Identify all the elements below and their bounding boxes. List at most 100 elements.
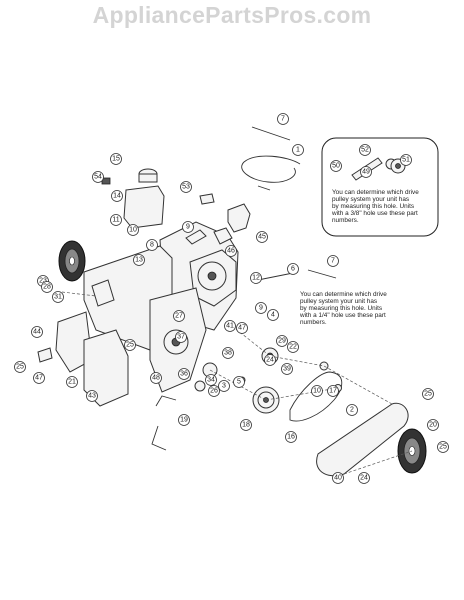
callout-circle (33, 372, 45, 384)
callout-label: 34 (207, 377, 215, 384)
callout-label: 26 (210, 388, 218, 395)
callout-label: 36 (180, 371, 188, 378)
callout-12: 12 (250, 272, 262, 284)
callout-circle (182, 221, 194, 233)
callout-44: 44 (31, 326, 43, 338)
callout-circle (110, 153, 122, 165)
callout-label: 25 (439, 444, 447, 451)
callout-9: 9 (255, 302, 267, 314)
callout-52: 52 (359, 144, 371, 156)
callout-21: 21 (66, 376, 78, 388)
callout-label: 21 (68, 379, 76, 386)
callout-15: 15 (110, 153, 122, 165)
callout-label: 6 (291, 266, 295, 273)
callout-10: 10 (127, 224, 139, 236)
callout-circle (287, 341, 299, 353)
callout-circle (422, 388, 434, 400)
callout-circle (256, 231, 268, 243)
callout-circle (360, 166, 372, 178)
callout-label: 45 (258, 234, 266, 241)
callout-circle (92, 171, 104, 183)
callout-label: 15 (112, 156, 120, 163)
callout-39: 39 (281, 363, 293, 375)
gas-tank (101, 168, 165, 229)
callout-7: 7 (277, 113, 289, 125)
callout-29: 29 (276, 335, 288, 347)
callout-label: 8 (150, 242, 154, 249)
callout-25: 25 (14, 361, 26, 373)
callout-label: 24 (360, 475, 368, 482)
callout-circle (224, 320, 236, 332)
callout-circle (150, 372, 162, 384)
callout-41: 41 (224, 320, 236, 332)
callout-circle (173, 310, 185, 322)
callout-38: 38 (222, 347, 234, 359)
callout-34: 34 (205, 374, 217, 386)
callout-circle (255, 302, 267, 314)
callout-label: 22 (289, 344, 297, 351)
callout-label: 23 (39, 278, 47, 285)
callout-label: 51 (402, 157, 410, 164)
callout-label: 9 (186, 224, 190, 231)
inset-note: You can determine which drive pulley sys… (331, 189, 421, 224)
callout-circle (287, 263, 299, 275)
callout-label: 47 (35, 375, 43, 382)
callout-label: 38 (224, 350, 232, 357)
callout-7: 7 (327, 255, 339, 267)
callout-circle (281, 363, 293, 375)
callout-label: 27 (175, 313, 183, 320)
callout-18: 18 (240, 419, 252, 431)
callout-16: 16 (285, 431, 297, 443)
callout-label: 40 (334, 475, 342, 482)
callout-label: 25 (16, 364, 24, 371)
callout-label: 52 (361, 147, 369, 154)
callout-label: 7 (331, 258, 335, 265)
callout-label: 25 (424, 391, 432, 398)
callout-label: 16 (287, 434, 295, 441)
callout-label: 29 (278, 338, 286, 345)
callout-49: 49 (360, 166, 372, 178)
callout-label: 11 (112, 217, 119, 224)
callout-53: 53 (180, 181, 192, 193)
callout-26: 26 (208, 385, 220, 397)
callout-14: 14 (111, 190, 123, 202)
callout-27: 27 (173, 310, 185, 322)
callout-circle (222, 347, 234, 359)
callout-47: 47 (236, 322, 248, 334)
callout-22: 22 (287, 341, 299, 353)
callout-13: 13 (133, 254, 145, 266)
callout-circle (127, 224, 139, 236)
callout-54: 54 (92, 171, 104, 183)
callout-25: 25 (437, 441, 449, 453)
callout-circle (285, 431, 297, 443)
callout-label: 43 (88, 393, 96, 400)
callout-label: 1 (296, 147, 300, 154)
callout-label: 44 (33, 329, 41, 336)
callout-circle (327, 385, 339, 397)
callout-label: 47 (238, 325, 246, 332)
callout-circle (277, 113, 289, 125)
callout-2: 2 (346, 404, 358, 416)
callout-circle (240, 419, 252, 431)
callout-label: 17 (329, 388, 337, 395)
callout-circle (359, 144, 371, 156)
callout-label: 49 (362, 169, 370, 176)
callout-label: 24 (266, 357, 274, 364)
callout-label: 3 (222, 383, 226, 390)
callout-circle (400, 154, 412, 166)
callout-circle (31, 326, 43, 338)
callout-label: 9 (259, 305, 263, 312)
callout-9: 9 (182, 221, 194, 233)
callout-36: 36 (178, 368, 190, 380)
callout-circle (124, 339, 136, 351)
callout-circle (110, 214, 122, 226)
callout-1: 1 (292, 144, 304, 156)
callout-37: 37 (175, 331, 187, 343)
callout-circle (178, 414, 190, 426)
callout-circle (205, 374, 217, 386)
callout-5: 5 (233, 376, 245, 388)
callout-31: 31 (52, 291, 64, 303)
callout-label: 5 (237, 379, 241, 386)
callout-circle (346, 404, 358, 416)
callout-circle (86, 390, 98, 402)
